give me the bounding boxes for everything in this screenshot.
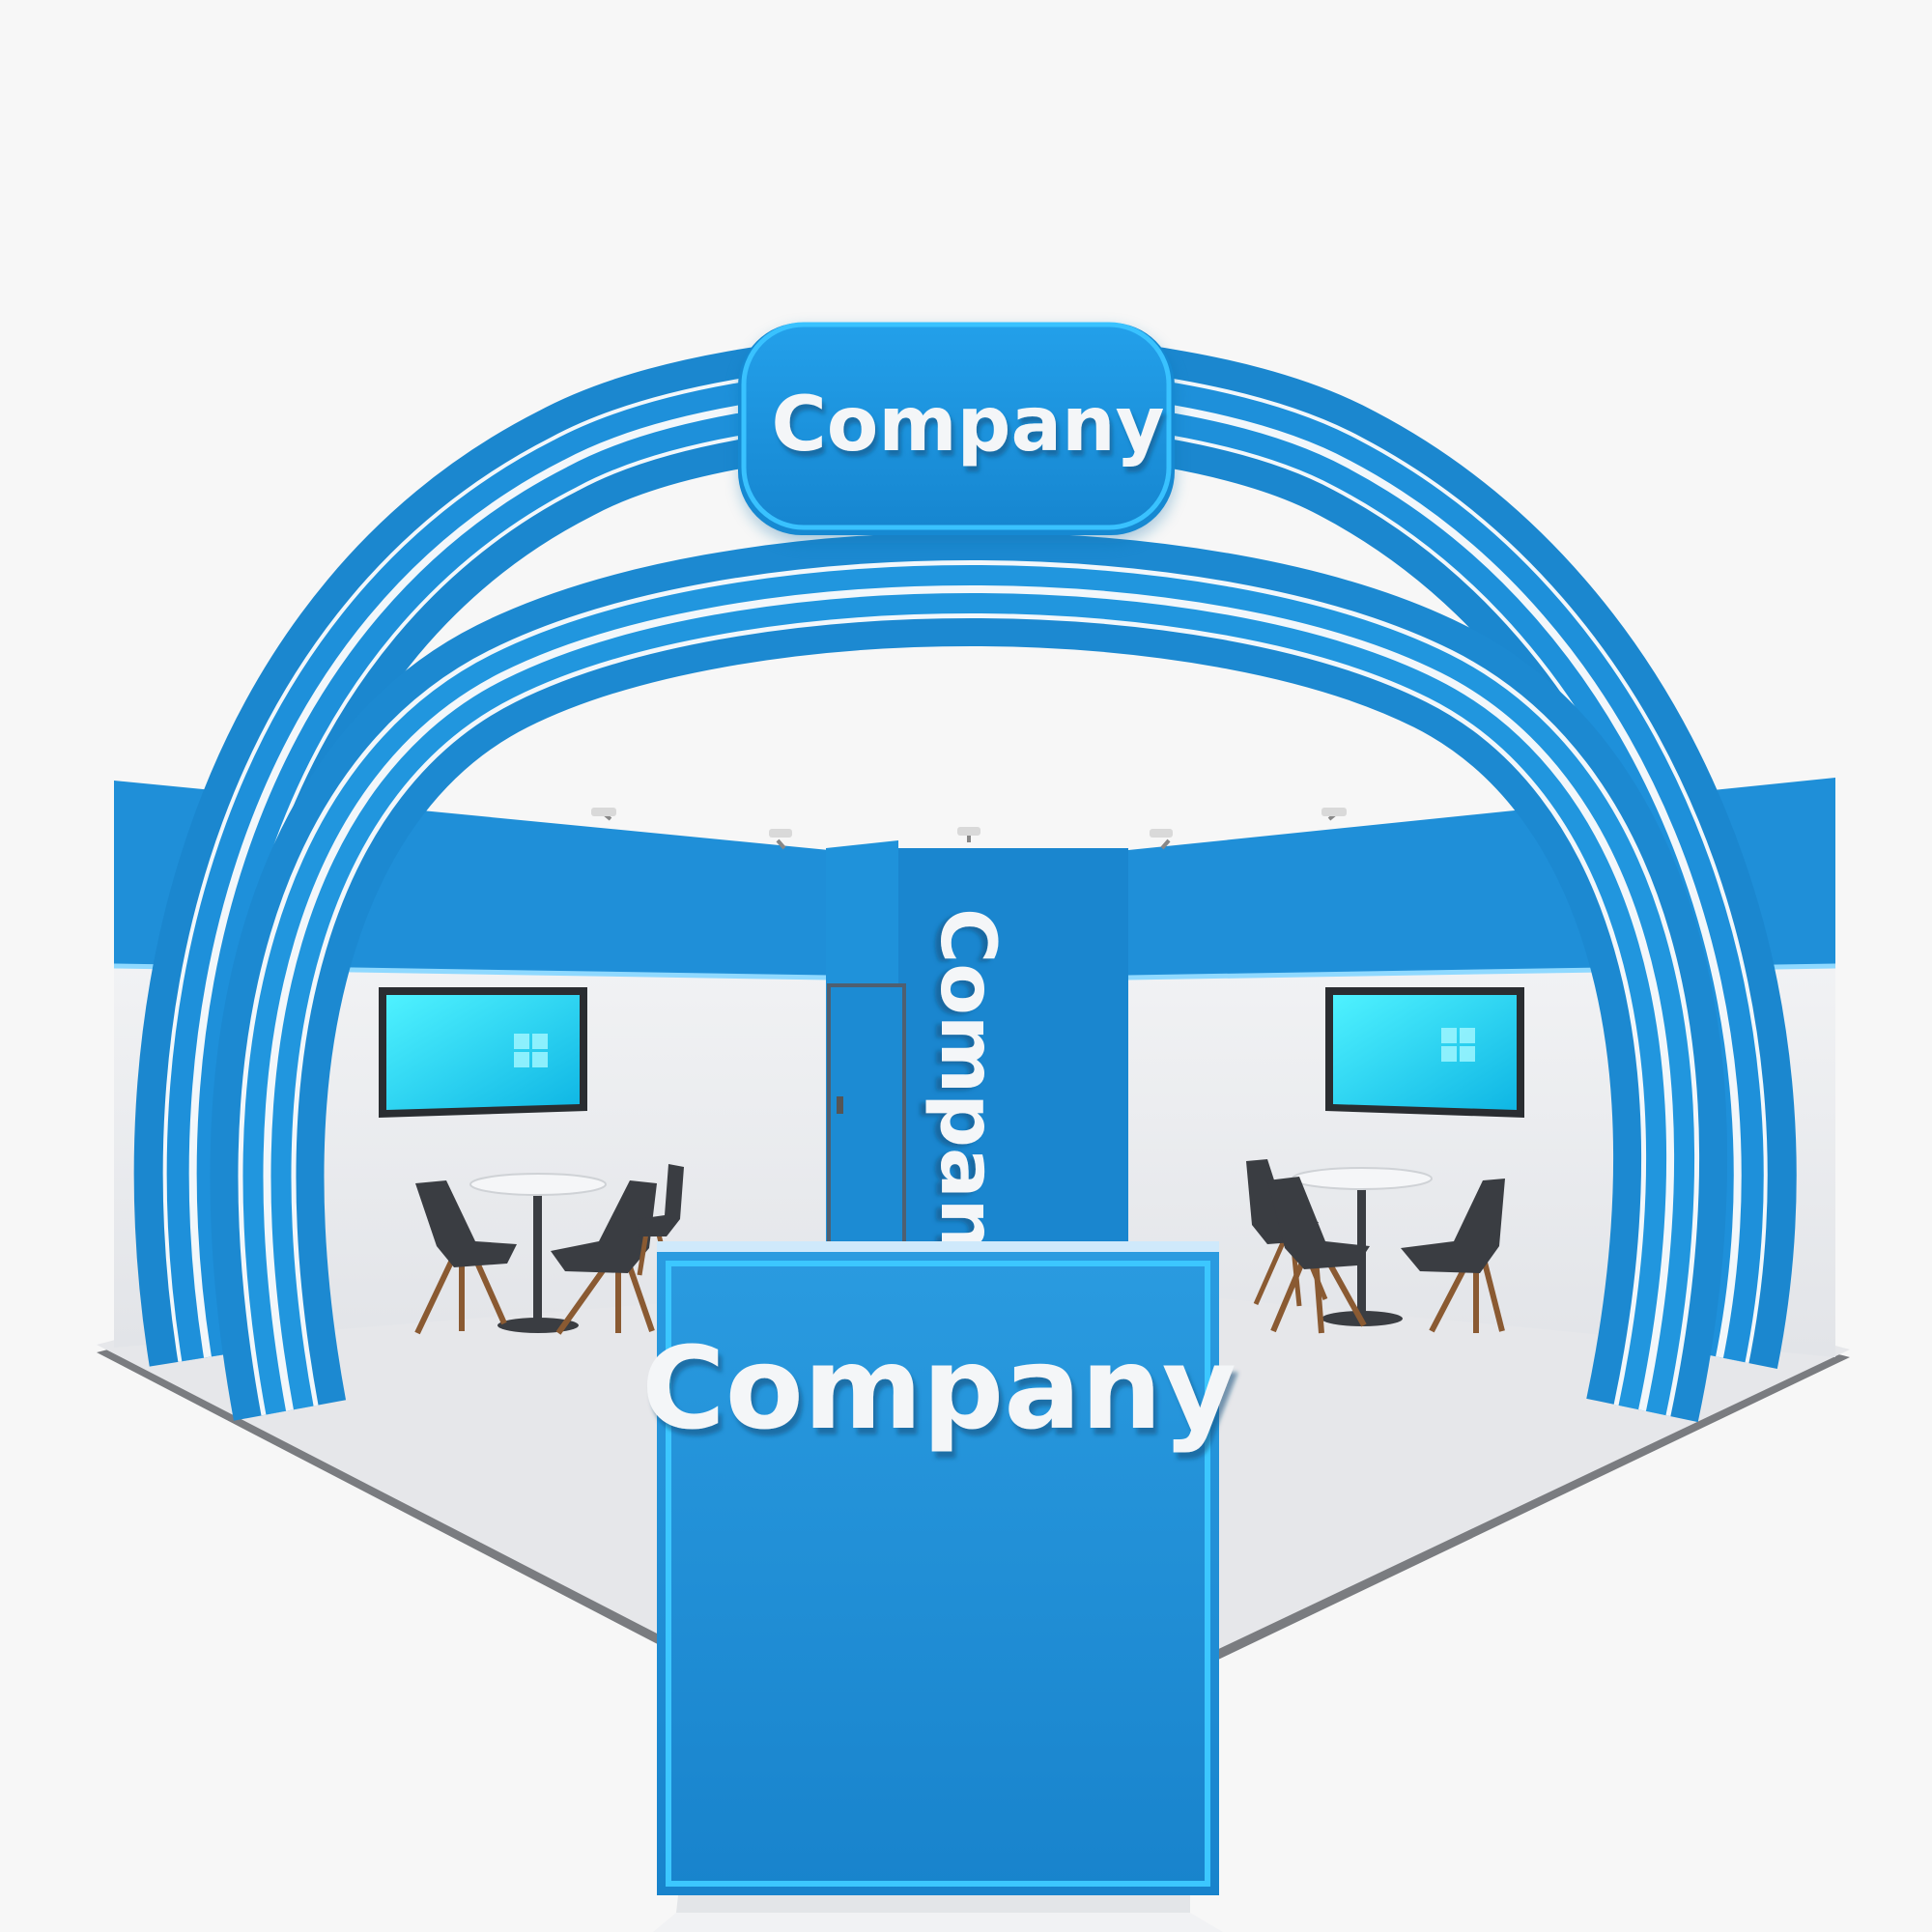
spotlight-icon [957, 827, 980, 842]
right-chair-3 [1401, 1179, 1505, 1333]
windows-logo-icon [1441, 1028, 1475, 1062]
right-wall-screen[interactable] [1325, 987, 1524, 1118]
front-arch [210, 532, 1728, 1423]
door-handle-icon[interactable] [837, 1096, 843, 1114]
top-sign: Company [738, 322, 1175, 543]
central-tower: Company [826, 840, 1128, 1301]
counter-body [657, 1252, 1219, 1895]
right-lounge-set [1246, 1159, 1505, 1334]
spotlight-icon [1321, 808, 1347, 821]
spotlights [591, 808, 1347, 850]
tower-logo-text: Company [923, 908, 1010, 1301]
right-chair-2 [1267, 1177, 1370, 1334]
left-chair-1 [414, 1180, 517, 1335]
spotlight-icon [769, 829, 792, 850]
left-lounge-set [414, 1164, 684, 1335]
left-wall-screen[interactable] [379, 987, 587, 1118]
left-round-table [469, 1173, 607, 1333]
top-sign-logo-text: Company [772, 382, 1165, 469]
spotlight-icon [1150, 829, 1173, 850]
windows-logo-icon [514, 1034, 548, 1067]
counter-logo-text: Company [641, 1321, 1236, 1455]
counter-base-white [653, 1913, 1223, 1932]
spotlight-icon [591, 808, 616, 821]
left-chair-2 [551, 1180, 657, 1335]
